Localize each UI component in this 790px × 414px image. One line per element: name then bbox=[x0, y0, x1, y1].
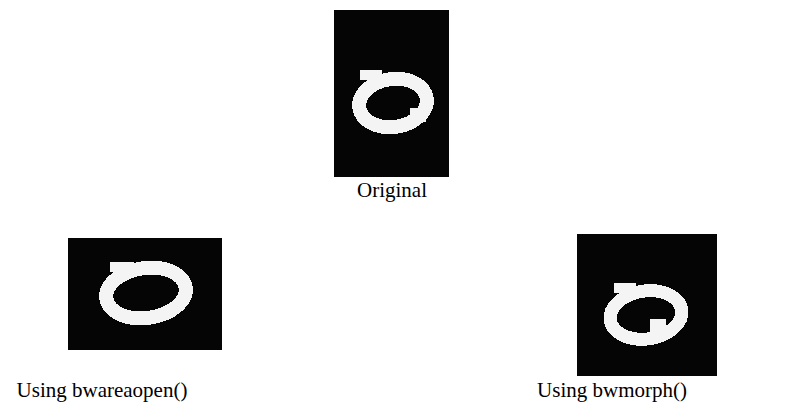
image-caption: Using bwareaopen() bbox=[17, 379, 188, 402]
image-caption: Using bwmorph() bbox=[537, 379, 687, 402]
original-image bbox=[334, 10, 449, 177]
bwareaopen-image bbox=[68, 238, 222, 350]
image-caption: Original bbox=[357, 179, 427, 202]
bwmorph-image bbox=[577, 234, 717, 376]
